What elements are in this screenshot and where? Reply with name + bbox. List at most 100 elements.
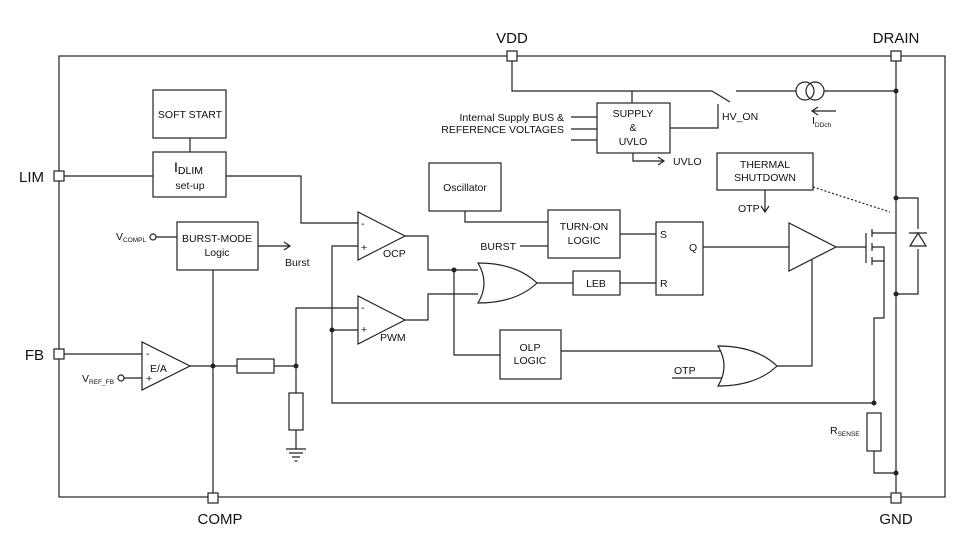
pin-lim: [53, 170, 65, 182]
olp-line1: OLP: [519, 342, 540, 354]
pin-drain: [890, 50, 902, 62]
leb-block: [572, 270, 621, 296]
junction-gnd: [893, 470, 899, 476]
olp-logic-block: [499, 329, 562, 380]
latch-q-label: Q: [689, 242, 697, 254]
ea-plus: +: [146, 373, 152, 385]
diode-symbol: [908, 231, 928, 247]
idlim-to-ocp-wire: [226, 175, 358, 224]
soft-start-block: [152, 89, 227, 139]
sense-line: [331, 245, 874, 404]
pwm-label: PWM: [380, 332, 406, 344]
oscillator-label: Oscillator: [443, 182, 487, 194]
uvlo-wire: [632, 153, 666, 166]
junction-ea-comp: [210, 363, 216, 369]
diode-loop: [896, 197, 919, 295]
latch-r-label: R: [660, 278, 668, 290]
ocp-comparator: [357, 211, 407, 261]
source-to-rsense-wire: [873, 293, 885, 403]
pin-vdd-label: VDD: [496, 30, 528, 47]
idlim-label: IDLIM: [174, 159, 203, 177]
vref-label: VREF_FB: [82, 373, 114, 386]
supply-line1: SUPPLY: [613, 108, 654, 120]
junction-drain-diode-2: [893, 291, 899, 297]
junction-divider: [293, 363, 299, 369]
uvlo-label: UVLO: [673, 156, 702, 168]
idlim-setup-block: [152, 151, 227, 198]
series-resistor: [236, 358, 275, 374]
error-amplifier: [141, 341, 192, 391]
latch-s-label: S: [660, 229, 667, 241]
burst-out-label: Burst: [285, 257, 310, 269]
mosfet-source-wire: [872, 246, 885, 293]
burst-mode-block: [176, 221, 259, 271]
pin-comp: [207, 492, 219, 504]
thermal-line1: THERMAL: [740, 159, 790, 171]
or-gate-protection: [716, 345, 778, 387]
junction-rsense: [871, 400, 877, 406]
resistor-to-pwm-wire: [274, 365, 297, 393]
ea-minus: -: [146, 348, 150, 360]
pin-comp-label: COMP: [198, 511, 243, 528]
leb-label: LEB: [586, 278, 606, 290]
pin-fb-label: FB: [25, 347, 44, 364]
thermal-shutdown-block: [716, 152, 814, 191]
pwm-plus: +: [361, 324, 367, 336]
otp-olp-label: OTP: [674, 365, 696, 377]
vcompl-label: VCOMPL: [116, 231, 147, 244]
pin-drain-label: DRAIN: [873, 30, 920, 47]
idlim-setup-label: set-up: [175, 180, 204, 192]
ocp-label: OCP: [383, 248, 406, 260]
pwm-comparator: [357, 295, 407, 345]
ocp-to-olp-wire: [453, 270, 500, 356]
olp-line2: LOGIC: [514, 355, 547, 367]
turnon-line2: LOGIC: [568, 235, 601, 247]
iddch-label: IDDch: [812, 115, 832, 129]
rsense-to-gnd-wire: [873, 451, 896, 474]
shunt-resistor: [288, 392, 304, 431]
otp-thermal-arrow: [760, 190, 770, 214]
supply-line2: &: [629, 122, 636, 134]
reference-voltages-label: REFERENCE VOLTAGES: [441, 124, 564, 136]
or2-to-driver-wire: [777, 259, 813, 367]
hv-on-label: HV_ON: [722, 111, 758, 123]
junction-drain-diode: [893, 195, 899, 201]
internal-bus-wires: [571, 116, 597, 141]
turnon-line1: TURN-ON: [560, 221, 608, 233]
pin-vdd: [506, 50, 518, 62]
ocp-plus: +: [361, 242, 367, 254]
chip-outline: [58, 55, 946, 498]
vcompl-terminal: [149, 233, 157, 241]
oscillator-block: [428, 162, 502, 212]
pin-lim-label: LIM: [19, 169, 44, 186]
pwm-minus-wire: [295, 307, 358, 364]
pwm-minus: -: [361, 302, 365, 314]
pin-gnd-label: GND: [879, 511, 913, 528]
hv-on-wire: [670, 104, 719, 129]
burst-line2: Logic: [204, 247, 229, 259]
thermal-sense-dotted: [812, 186, 891, 213]
supply-line3: UVLO: [619, 136, 648, 148]
ground-symbol: [286, 448, 306, 462]
pin-fb: [53, 348, 65, 360]
rsense-resistor: [866, 412, 882, 452]
ocp-out-wire: [405, 235, 478, 271]
otp-thermal-label: OTP: [738, 203, 760, 215]
burst-line1: BURST-MODE: [182, 233, 252, 245]
burst-in-label: BURST: [480, 241, 516, 253]
ea-label: E/A: [150, 363, 167, 375]
pin-gnd: [890, 492, 902, 504]
junction-sense-pwm: [329, 327, 335, 333]
vref-terminal: [117, 374, 125, 382]
sr-latch-block: [655, 221, 704, 296]
current-source-circle-2: [805, 81, 825, 101]
burst-out-arrow: [258, 241, 292, 251]
hv-on-switch: [711, 90, 731, 103]
internal-supply-label: Internal Supply BUS &: [460, 112, 564, 124]
osc-to-turnon-wire: [464, 211, 548, 223]
soft-start-label: SOFT START: [158, 109, 223, 121]
turn-on-logic-block: [547, 209, 621, 259]
iddch-arrow: [810, 106, 836, 116]
ocp-minus: -: [361, 218, 365, 230]
